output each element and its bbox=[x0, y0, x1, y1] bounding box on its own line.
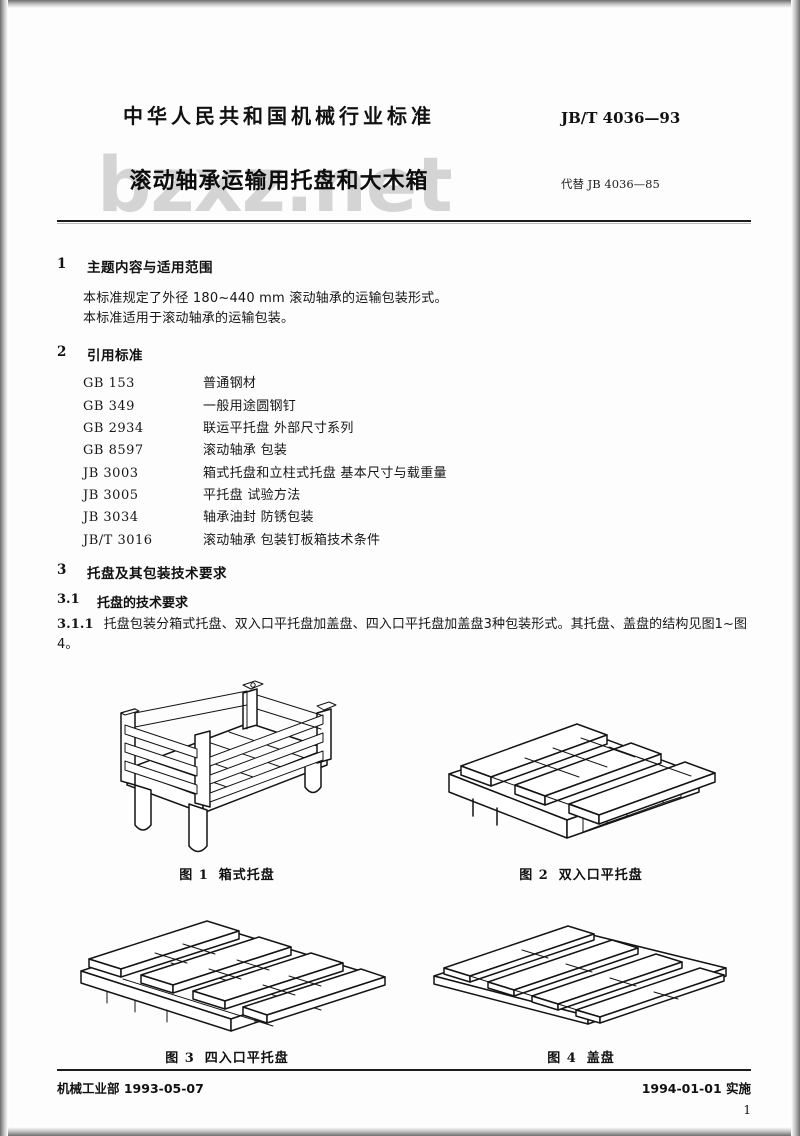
list-item: JB 3034 轴承油封 防锈包装 bbox=[57, 507, 751, 529]
figure-row-bottom: 图 3 四入口平托盘 bbox=[57, 901, 751, 1066]
reference-name: 联运平托盘 外部尺寸系列 bbox=[203, 421, 354, 436]
figure-1-label: 图 1 bbox=[179, 868, 209, 883]
document-header: 中华人民共和国机械行业标准 JB/T 4036—93 滚动轴承运输用托盘和大木箱… bbox=[9, 100, 791, 195]
list-item: GB 349 一般用途圆钢钉 bbox=[57, 396, 751, 418]
figure-1-caption: 图 1 箱式托盘 bbox=[57, 864, 397, 883]
section-3-1-title: 托盘的技术要求 bbox=[97, 596, 189, 612]
list-item: GB 153 普通钢材 bbox=[57, 373, 751, 395]
list-item: JB 3005 平托盘 试验方法 bbox=[57, 485, 751, 507]
reference-code: JB/T 3016 bbox=[83, 532, 153, 548]
section-3-1-1-number: 3.1.1 bbox=[57, 617, 94, 633]
figures-area: 图 1 箱式托盘 bbox=[57, 668, 751, 1066]
figure-2-drawing bbox=[411, 668, 751, 858]
footer-issuer: 机械工业部 1993-05-07 bbox=[57, 1081, 204, 1096]
four-way-flat-pallet-illustration bbox=[80, 920, 386, 1032]
header-divider bbox=[57, 220, 751, 224]
reference-code: GB 349 bbox=[83, 398, 135, 414]
figure-4-drawing bbox=[411, 901, 751, 1041]
reference-name: 普通钢材 bbox=[203, 376, 257, 392]
footer-divider bbox=[57, 1069, 751, 1071]
scan-edge-top bbox=[0, 0, 800, 8]
scan-edge-left bbox=[0, 0, 8, 1136]
figure-3: 图 3 四入口平托盘 bbox=[57, 901, 397, 1066]
ministry-line-container: 中华人民共和国机械行业标准 bbox=[9, 100, 549, 129]
page-content: bzxz.net 中华人民共和国机械行业标准 JB/T 4036—93 滚动轴承… bbox=[9, 8, 791, 1127]
reference-code: JB 3005 bbox=[83, 488, 139, 504]
section-3-title: 托盘及其包装技术要求 bbox=[87, 566, 227, 583]
section-3-1-1-text: 托盘包装分箱式托盘、双入口平托盘加盖盘、四入口平托盘加盖盘3种包装形式。其托盘、… bbox=[57, 617, 748, 653]
box-pallet-illustration bbox=[120, 680, 337, 853]
footer-effective-date: 1994-01-01 实施 bbox=[641, 1081, 751, 1096]
figure-3-label: 图 3 bbox=[165, 1051, 195, 1066]
section-2-title: 引用标准 bbox=[87, 348, 143, 365]
section-1-number: 1 bbox=[57, 256, 67, 272]
reference-name: 滚动轴承 包装钉板箱技术条件 bbox=[203, 532, 381, 548]
section-2-number: 2 bbox=[57, 344, 67, 361]
reference-code: JB 3034 bbox=[83, 510, 139, 526]
header-row-ministry: 中华人民共和国机械行业标准 JB/T 4036—93 bbox=[9, 100, 791, 129]
reference-standards-list: GB 153 普通钢材 GB 349 一般用途圆钢钉 GB 2934 联运平托盘… bbox=[57, 373, 751, 552]
reference-code: GB 153 bbox=[83, 376, 135, 392]
reference-code: GB 8597 bbox=[83, 443, 144, 459]
reference-name: 箱式托盘和立柱式托盘 基本尺寸与载重量 bbox=[203, 465, 447, 481]
reference-name: 一般用途圆钢钉 bbox=[203, 398, 297, 414]
page-title: 滚动轴承运输用托盘和大木箱 bbox=[129, 169, 429, 194]
two-way-flat-pallet-illustration bbox=[448, 723, 716, 839]
section-3-number: 3 bbox=[57, 562, 67, 579]
scan-edge-bottom bbox=[0, 1127, 800, 1136]
section-1-heading: 1 主题内容与适用范围 bbox=[57, 256, 751, 276]
section-1-paragraph-1: 本标准规定了外径 180~440 mm 滚动轴承的运输包装形式。 bbox=[83, 291, 448, 306]
section-2-heading: 2 引用标准 bbox=[57, 344, 751, 364]
spacer bbox=[57, 280, 751, 289]
page-footer: 机械工业部 1993-05-07 1994-01-01 实施 bbox=[57, 1078, 751, 1097]
figure-4-label: 图 4 bbox=[547, 1051, 577, 1066]
reference-code: JB 3003 bbox=[83, 465, 139, 481]
figure-2-title: 双入口平托盘 bbox=[558, 868, 643, 883]
section-3-1-number: 3.1 bbox=[57, 592, 80, 608]
figure-4: 图 4 盖盘 bbox=[411, 901, 751, 1066]
standard-number: JB/T 4036—93 bbox=[561, 109, 681, 127]
figure-row-top: 图 1 箱式托盘 bbox=[57, 668, 751, 883]
spacer bbox=[57, 329, 751, 344]
figure-1-title: 箱式托盘 bbox=[218, 868, 275, 883]
section-1-title: 主题内容与适用范围 bbox=[87, 260, 213, 276]
reference-name: 滚动轴承 包装 bbox=[203, 443, 288, 459]
header-row-title: 滚动轴承运输用托盘和大木箱 代替 JB 4036—85 bbox=[9, 163, 791, 195]
section-3-heading: 3 托盘及其包装技术要求 bbox=[57, 562, 751, 582]
reference-name: 轴承油封 防锈包装 bbox=[203, 510, 314, 526]
section-3-1-heading: 3.1 托盘的技术要求 bbox=[57, 592, 751, 611]
section-1-paragraph-2: 本标准适用于滚动轴承的运输包装。 bbox=[83, 311, 295, 327]
reference-code: GB 2934 bbox=[83, 421, 144, 436]
figure-3-drawing bbox=[57, 901, 397, 1041]
figure-4-caption: 图 4 盖盘 bbox=[411, 1047, 751, 1066]
replaces-container: 代替 JB 4036—85 bbox=[549, 176, 791, 192]
figure-2-caption: 图 2 双入口平托盘 bbox=[411, 864, 751, 883]
figure-1: 图 1 箱式托盘 bbox=[57, 668, 397, 883]
figure-1-drawing bbox=[57, 668, 397, 858]
document-body: 1 主题内容与适用范围 本标准规定了外径 180~440 mm 滚动轴承的运输包… bbox=[57, 256, 751, 655]
reference-name: 平托盘 试验方法 bbox=[203, 488, 301, 504]
ministry-line: 中华人民共和国机械行业标准 bbox=[123, 104, 435, 128]
figure-2: 图 2 双入口平托盘 bbox=[411, 668, 751, 883]
figure-4-title: 盖盘 bbox=[586, 1051, 615, 1066]
list-item: GB 8597 滚动轴承 包装 bbox=[57, 440, 751, 462]
replaces-note: 代替 JB 4036—85 bbox=[561, 177, 660, 191]
watermark: bzxz.net bbox=[97, 140, 453, 229]
page-number: 1 bbox=[743, 1103, 751, 1117]
scan-edge-right bbox=[791, 0, 800, 1136]
standard-no-container: JB/T 4036—93 bbox=[549, 109, 791, 127]
cover-pallet-illustration bbox=[433, 925, 727, 1025]
list-item: GB 2934 联运平托盘 外部尺寸系列 bbox=[57, 418, 751, 440]
document-title-container: 滚动轴承运输用托盘和大木箱 bbox=[9, 163, 549, 195]
figure-2-label: 图 2 bbox=[519, 868, 549, 883]
figure-3-caption: 图 3 四入口平托盘 bbox=[57, 1047, 397, 1066]
figure-3-title: 四入口平托盘 bbox=[204, 1051, 289, 1066]
list-item: JB/T 3016 滚动轴承 包装钉板箱技术条件 bbox=[57, 530, 751, 552]
list-item: JB 3003 箱式托盘和立柱式托盘 基本尺寸与载重量 bbox=[57, 463, 751, 485]
